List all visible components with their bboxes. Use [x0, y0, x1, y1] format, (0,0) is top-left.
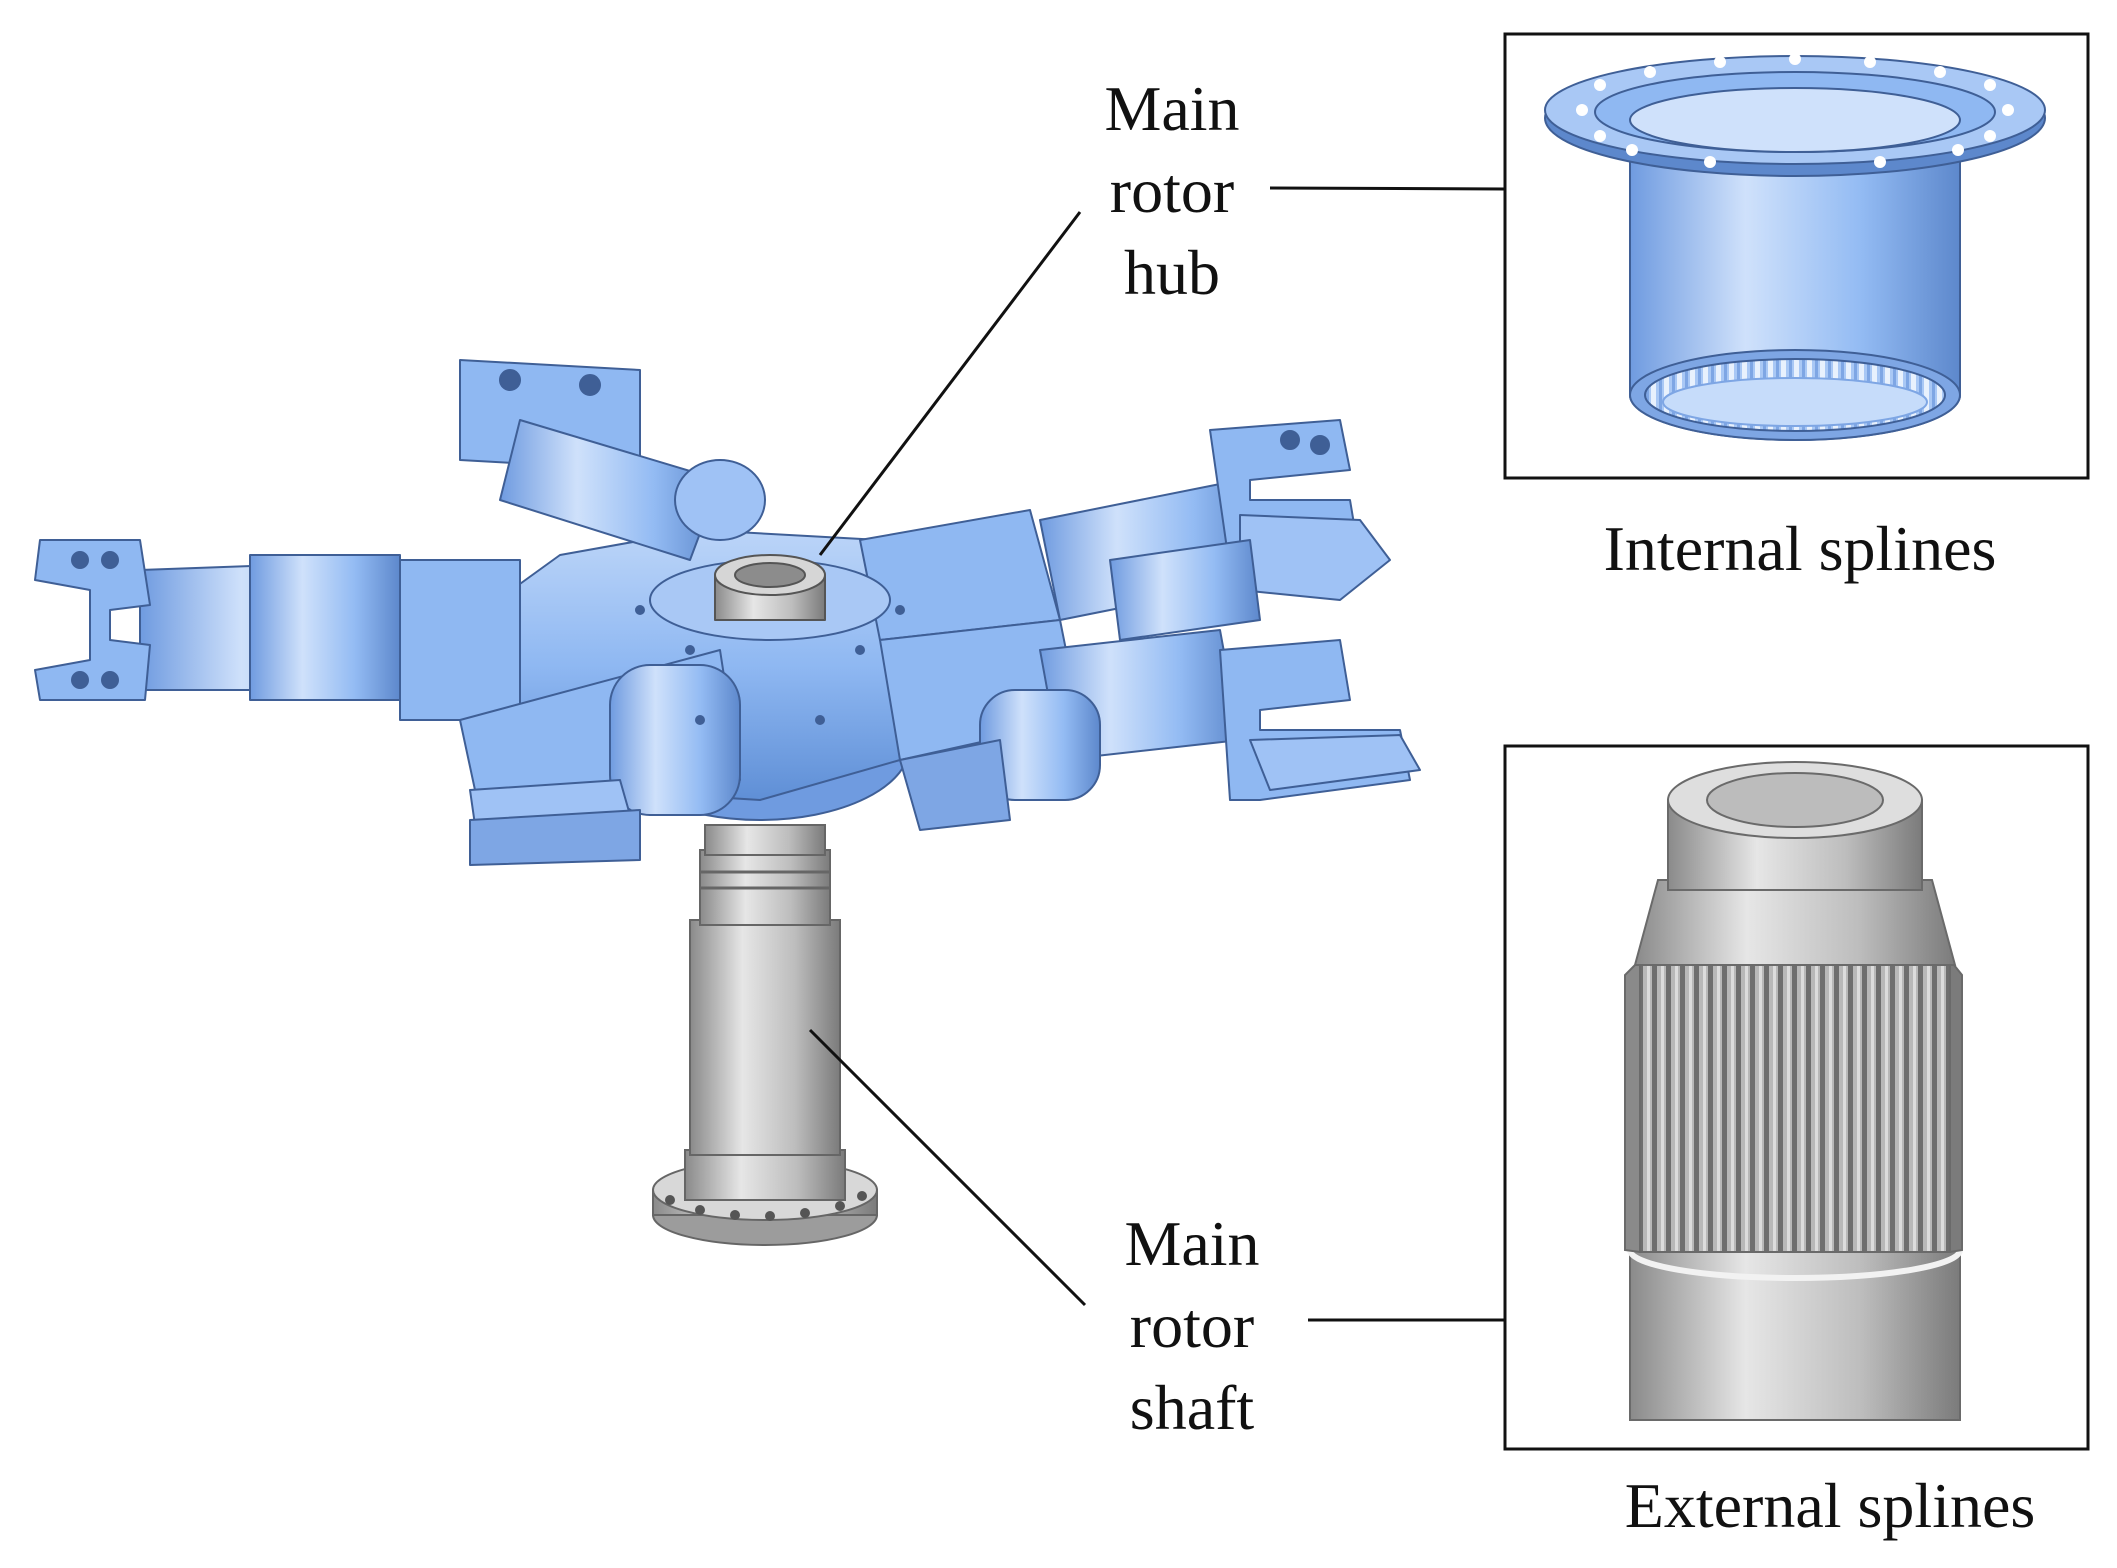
main-rotor-shaft-drawing	[652, 824, 878, 1246]
internal-splines-caption: Internal splines	[1604, 513, 1997, 584]
hub-label-line-3: hub	[1124, 237, 1220, 308]
internal-splines-drawing	[1544, 53, 2046, 441]
leader-line-shaft	[808, 1028, 1087, 1307]
leader-lines	[808, 186, 1506, 1322]
connector-line-internal	[1269, 186, 1506, 191]
external-splines-drawing	[1624, 761, 1963, 1421]
leader-line-hub	[818, 211, 1082, 556]
shaft-label-line-1: Main	[1124, 1208, 1259, 1279]
external-splines-caption: External splines	[1625, 1470, 2036, 1541]
hub-label-line-1: Main	[1104, 73, 1239, 144]
hub-label-line-2: rotor	[1110, 155, 1234, 226]
shaft-label-line-3: shaft	[1130, 1372, 1255, 1443]
main-rotor-hub-drawing	[34, 359, 1421, 866]
shaft-label-line-2: rotor	[1130, 1290, 1254, 1361]
